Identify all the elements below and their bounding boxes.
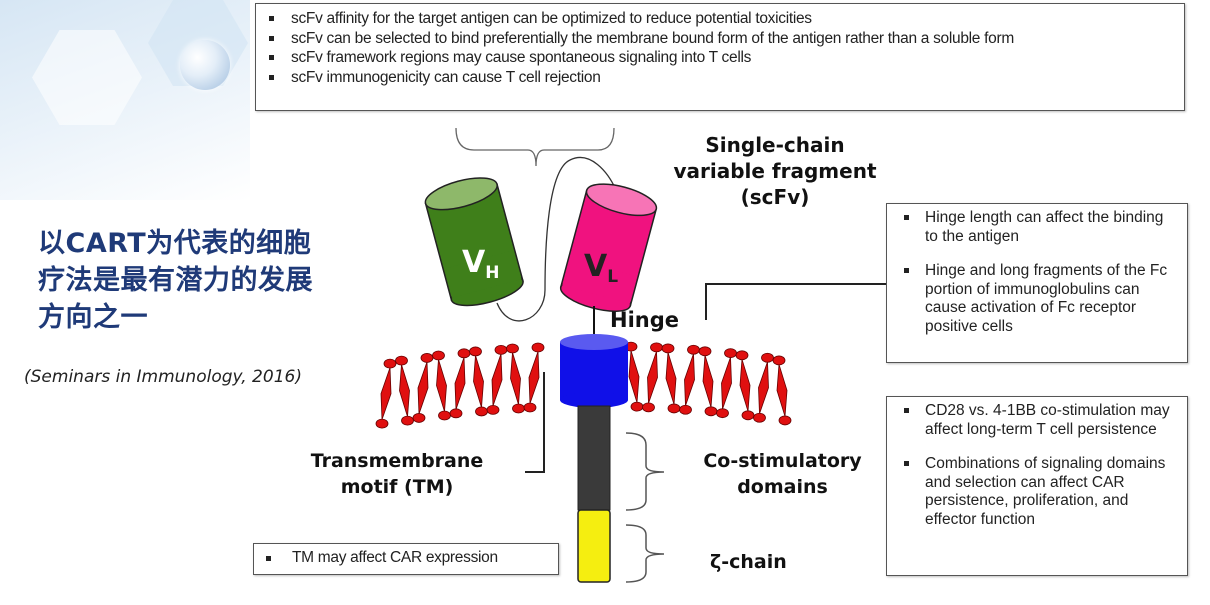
scfv-notes-box: scFv affinity for the target antigen can… <box>255 3 1185 111</box>
zeta-chain <box>577 509 611 583</box>
tm-label-line: Transmembrane <box>310 450 484 472</box>
tm-notes-box: TM may affect CAR expression <box>253 543 559 575</box>
vh-label: VH <box>462 245 499 283</box>
costim-label-line: Co-stimulatory <box>703 450 862 472</box>
phospholipid <box>375 358 397 429</box>
phospholipid <box>432 350 451 421</box>
hinge-connector <box>705 283 886 320</box>
scfv-label-line: Single-chain <box>705 133 845 157</box>
phospholipid <box>698 346 718 417</box>
phospholipid <box>486 344 508 415</box>
scfv-label-line: variable fragment <box>673 159 877 183</box>
vh-domain <box>424 177 524 307</box>
linker-loop <box>496 157 617 322</box>
note-item: TM may affect CAR expression <box>262 548 550 568</box>
costim-label: Co-stimulatory domains <box>680 448 885 500</box>
note-item: scFv affinity for the target antigen can… <box>266 9 1174 29</box>
vl-label: VL <box>584 249 618 287</box>
note-item: CD28 vs. 4-1BB co-stimulation may affect… <box>895 402 1179 439</box>
tm-connector <box>525 372 545 473</box>
note-item: Hinge length can affect the binding to t… <box>895 209 1179 246</box>
phospholipid <box>753 352 774 423</box>
transmembrane-label: Transmembrane motif (TM) <box>282 448 512 500</box>
citation: (Seminars in Immunology, 2016) <box>24 367 302 387</box>
phospholipid <box>642 342 663 413</box>
scfv-label: Single-chain variable fragment (scFv) <box>660 132 890 210</box>
costim-domain <box>577 405 611 511</box>
phospholipid <box>412 353 434 423</box>
background-decoration <box>0 0 250 200</box>
cell-membrane <box>375 341 792 429</box>
transmembrane-domain <box>560 334 628 408</box>
note-item: scFv immunogenicity can cause T cell rej… <box>266 68 1174 88</box>
phospholipid <box>523 342 545 413</box>
phospholipid <box>395 355 414 426</box>
phospholipid <box>716 348 737 419</box>
phospholipid <box>506 343 525 414</box>
phospholipid <box>679 344 700 415</box>
zeta-chain-label: ζ-chain <box>710 551 787 573</box>
scfv-bracket <box>455 127 615 167</box>
phospholipid <box>469 346 488 417</box>
phospholipid <box>661 343 681 414</box>
sphere-decoration <box>180 40 230 90</box>
tm-label-line: motif (TM) <box>340 476 454 498</box>
vl-domain <box>559 183 658 312</box>
zeta-brace <box>625 524 665 583</box>
slide-headline: 以CART为代表的细胞疗法是最有潜力的发展方向之一 <box>38 228 313 333</box>
phospholipid <box>449 348 471 419</box>
note-item: scFv framework regions may cause spontan… <box>266 48 1174 68</box>
note-item: Combinations of signaling domains and se… <box>895 455 1179 529</box>
costim-notes-box: CD28 vs. 4-1BB co-stimulation may affect… <box>886 396 1188 576</box>
costim-label-line: domains <box>737 476 828 498</box>
phospholipid <box>735 350 755 421</box>
note-item: scFv can be selected to bind preferentia… <box>266 29 1174 49</box>
hinge-notes-box: Hinge length can affect the binding to t… <box>886 203 1188 363</box>
phospholipid <box>772 355 792 426</box>
scfv-label-line: (scFv) <box>740 185 810 209</box>
costim-brace <box>625 432 665 511</box>
note-item: Hinge and long fragments of the Fc porti… <box>895 262 1179 336</box>
hinge-label: Hinge <box>610 308 679 332</box>
